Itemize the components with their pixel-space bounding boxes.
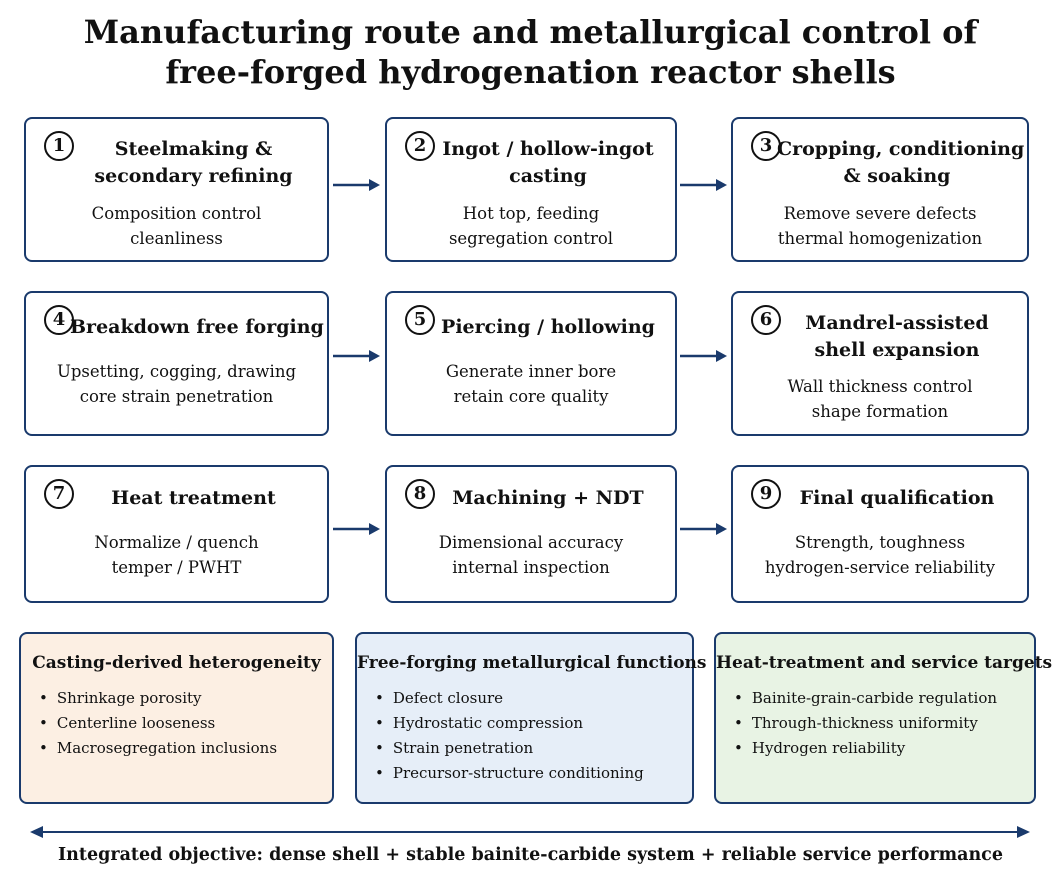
step-7-title: Heat treatment <box>111 487 276 509</box>
list-item: Through-thickness uniformity <box>734 711 997 736</box>
step-1-number: 1 <box>44 131 74 161</box>
step-9-box: 9 Final qualification Strength, toughnes… <box>731 465 1029 603</box>
list-item: Defect closure <box>375 686 644 711</box>
step-8-title: Machining + NDT <box>452 487 644 509</box>
title-line-2: free-forged hydrogenation reactor shells <box>165 53 896 91</box>
step-4-title: Breakdown free forging <box>70 316 324 338</box>
step-4-box: 4 Breakdown free forging Upsetting, cogg… <box>24 291 329 436</box>
panel-casting-title: Casting-derived heterogeneity <box>32 653 321 673</box>
arrow-1-to-2-icon <box>333 179 380 191</box>
panel-heat-title: Heat-treatment and service targets <box>716 653 1053 673</box>
diagram-title: Manufacturing route and metallurgical co… <box>0 12 1061 92</box>
step-9-title: Final qualification <box>799 487 995 509</box>
step-2-number: 2 <box>405 131 435 161</box>
step-9-number: 9 <box>751 479 781 509</box>
list-item: Precursor-structure conditioning <box>375 761 644 786</box>
list-item: Hydrostatic compression <box>375 711 644 736</box>
arrow-4-to-5-icon <box>333 350 380 362</box>
panel-forging-functions: Free-forging metallurgical functions Def… <box>355 632 707 804</box>
step-1-box: 1 Steelmaking &secondary refining Compos… <box>24 117 329 262</box>
arrow-7-to-8-icon <box>333 523 380 535</box>
title-line-1: Manufacturing route and metallurgical co… <box>83 13 978 51</box>
panel-heat-list: Bainite-grain-carbide regulation Through… <box>734 686 997 761</box>
arrow-8-to-9-icon <box>680 523 727 535</box>
step-3-title: Cropping, conditioning& soaking <box>777 138 1025 187</box>
list-item: Bainite-grain-carbide regulation <box>734 686 997 711</box>
step-5-title: Piercing / hollowing <box>441 316 655 338</box>
list-item: Shrinkage porosity <box>39 686 277 711</box>
panel-casting-list: Shrinkage porosity Centerline looseness … <box>39 686 277 761</box>
double-arrow-icon <box>30 826 1030 838</box>
step-1-title: Steelmaking &secondary refining <box>94 138 293 187</box>
step-3-number: 3 <box>751 131 781 161</box>
integrated-objective: Integrated objective: dense shell + stab… <box>58 845 1003 865</box>
step-8-number: 8 <box>405 479 435 509</box>
list-item: Centerline looseness <box>39 711 277 736</box>
panel-casting-heterogeneity: Casting-derived heterogeneity Shrinkage … <box>19 632 334 804</box>
step-5-number: 5 <box>405 305 435 335</box>
list-item: Hydrogen reliability <box>734 736 997 761</box>
list-item: Strain penetration <box>375 736 644 761</box>
list-item: Macrosegregation inclusions <box>39 736 277 761</box>
panel-forging-title: Free-forging metallurgical functions <box>357 653 707 673</box>
arrow-2-to-3-icon <box>680 179 727 191</box>
step-5-box: 5 Piercing / hollowing Generate inner bo… <box>385 291 677 436</box>
panel-forging-list: Defect closure Hydrostatic compression S… <box>375 686 644 786</box>
step-7-number: 7 <box>44 479 74 509</box>
arrow-5-to-6-icon <box>680 350 727 362</box>
step-3-box: 3 Cropping, conditioning& soaking Remove… <box>731 117 1029 262</box>
step-6-number: 6 <box>751 305 781 335</box>
panel-heat-treatment-targets: Heat-treatment and service targets Baini… <box>714 632 1053 804</box>
step-4-number: 4 <box>44 305 74 335</box>
